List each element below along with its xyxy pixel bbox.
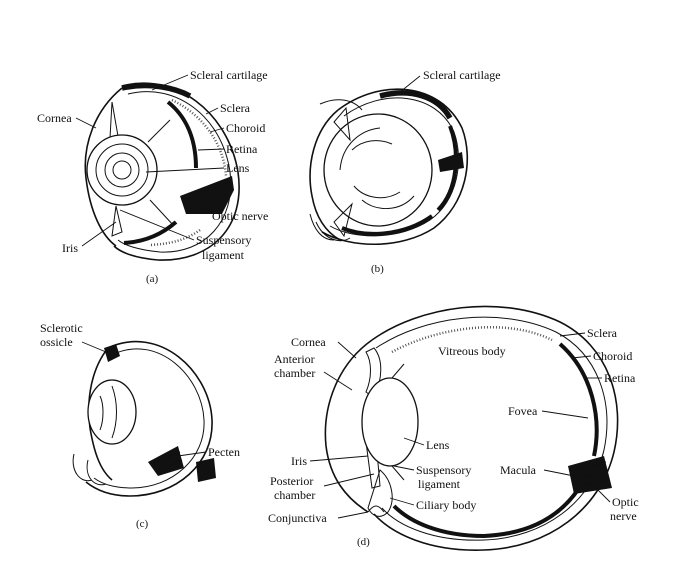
caption-d: (d) — [357, 536, 370, 548]
caption-a: (a) — [146, 273, 159, 285]
label-d-lens: Lens — [426, 438, 450, 452]
label-d-vitreous-body: Vitreous body — [438, 344, 506, 358]
label-d-iris: Iris — [291, 454, 307, 468]
label-d-cornea: Cornea — [291, 335, 326, 349]
label-d-sclera: Sclera — [587, 326, 618, 340]
label-d-fovea: Fovea — [508, 404, 538, 418]
label-d-posterior-chamber: chamber — [274, 488, 315, 502]
label-d-suspensory: Suspensory — [416, 463, 471, 477]
label-a-iris: Iris — [62, 241, 78, 255]
label-a-sclera: Sclera — [220, 101, 251, 115]
label-c-ossicle: ossicle — [40, 335, 73, 349]
label-d-macula: Macula — [500, 463, 537, 477]
label-d-posterior: Posterior — [270, 474, 313, 488]
label-a-suspensory: Suspensory — [196, 233, 251, 247]
caption-b: (b) — [371, 263, 384, 275]
label-c-sclerotic: Sclerotic — [40, 321, 83, 335]
label-a-ligament: ligament — [202, 248, 245, 262]
panel-c-eye-diagram — [72, 340, 216, 497]
panel-a-eye-diagram — [84, 82, 240, 261]
label-a-choroid: Choroid — [226, 121, 265, 135]
label-a-retina: Retina — [226, 142, 258, 156]
label-a-lens: Lens — [226, 161, 250, 175]
label-a-scleral-cartilage: Scleral cartilage — [190, 68, 268, 82]
panel-b-eye-diagram — [309, 88, 469, 246]
label-a-optic-nerve: Optic nerve — [212, 209, 268, 223]
label-d-conjunctiva: Conjunctiva — [268, 511, 327, 525]
label-d-choroid: Choroid — [593, 349, 632, 363]
caption-c: (c) — [136, 518, 149, 530]
label-d-chamber: chamber — [274, 366, 315, 380]
label-d-retina: Retina — [604, 371, 636, 385]
label-a-cornea: Cornea — [37, 111, 72, 125]
label-c-pecten: Pecten — [208, 445, 240, 459]
label-d-anterior: Anterior — [274, 352, 315, 366]
label-b-scleral-cartilage: Scleral cartilage — [423, 68, 501, 82]
label-d-optic: Optic — [612, 495, 639, 509]
panel-d-eye-diagram — [324, 305, 619, 551]
label-d-ciliary-body: Ciliary body — [416, 498, 476, 512]
label-d-nerve: nerve — [610, 509, 637, 523]
label-d-ligament: ligament — [418, 477, 461, 491]
